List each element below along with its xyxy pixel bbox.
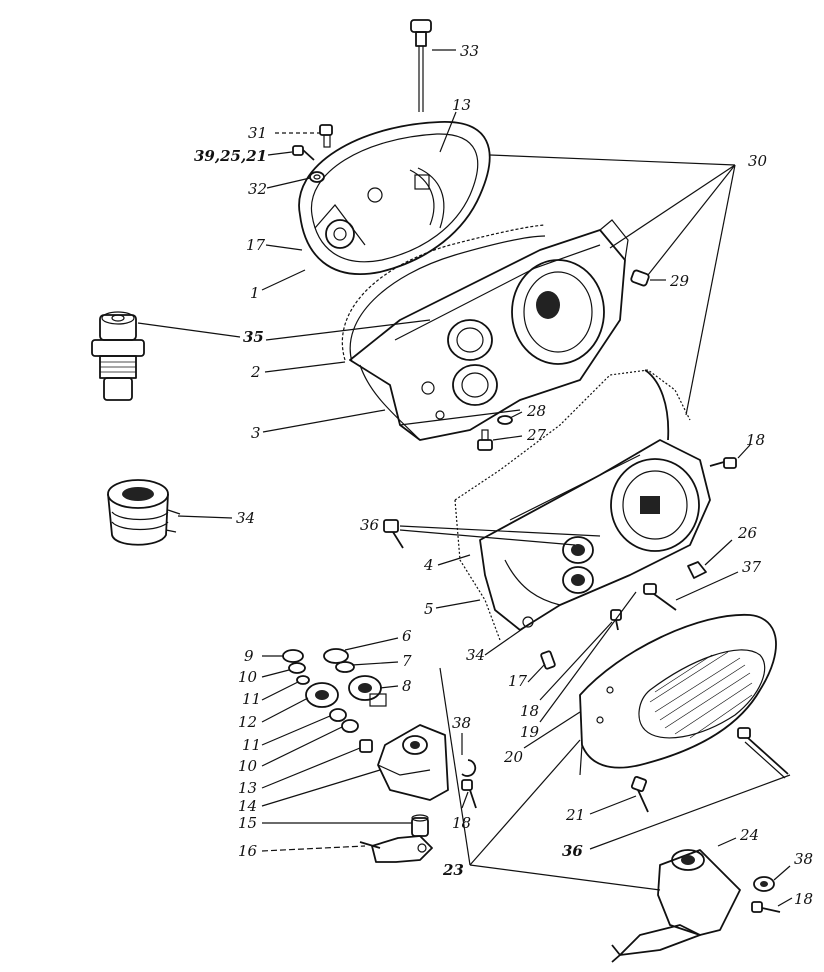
label-18-upper: 18	[746, 431, 765, 449]
part-27-bolt	[477, 429, 493, 451]
part-26-clip	[687, 561, 707, 579]
label-26: 26	[737, 524, 758, 542]
part-16-lever	[359, 835, 433, 863]
label-20: 20	[503, 748, 524, 766]
label-24: 24	[739, 826, 759, 844]
label-39-25-21: 39,25,21	[194, 147, 267, 165]
label-21: 21	[565, 806, 585, 824]
part-37-bolt	[643, 583, 677, 611]
part-13-pin	[359, 739, 373, 753]
part-29-pin	[630, 269, 650, 287]
part-4-gasket	[454, 369, 691, 641]
label-2: 2	[250, 363, 261, 381]
part-10-washer-upper	[288, 662, 306, 674]
label-17-lower: 17	[508, 672, 528, 690]
part-24-bracket	[611, 849, 741, 963]
label-38-lower: 38	[794, 850, 813, 868]
label-14: 14	[238, 797, 257, 815]
label-1: 1	[250, 284, 260, 302]
part-3-housing	[349, 219, 629, 441]
part-38-ring-lower	[753, 876, 775, 892]
label-23: 23	[442, 861, 464, 879]
part-38-ring-upper	[461, 759, 477, 777]
part-15-pin	[411, 814, 429, 837]
label-5: 5	[424, 600, 434, 618]
label-18-mid: 18	[520, 702, 539, 720]
label-18-lower: 18	[794, 890, 813, 908]
part-7-washer	[335, 661, 355, 673]
label-35: 35	[243, 328, 264, 346]
label-38-upper: 38	[452, 714, 471, 732]
part-36-bolt-middle	[383, 519, 404, 549]
part-33-dipstick	[410, 19, 432, 112]
label-3: 3	[251, 424, 261, 442]
label-27: 27	[526, 426, 547, 444]
label-11-upper: 11	[242, 690, 261, 708]
part-39-bolt	[292, 145, 315, 161]
part-20-outer-cover	[579, 614, 777, 776]
part-21-bolt	[630, 775, 649, 813]
label-34-lower: 34	[466, 646, 485, 664]
label-10-lower: 10	[238, 757, 258, 775]
label-36-middle: 36	[360, 516, 380, 534]
label-30: 30	[748, 152, 768, 170]
label-37: 37	[742, 558, 762, 576]
label-15: 15	[238, 814, 257, 832]
part-36-long-bolt	[737, 727, 789, 779]
label-9: 9	[244, 647, 254, 665]
part-34-bushing	[107, 479, 181, 546]
label-16: 16	[238, 842, 258, 860]
part-28-washer	[497, 415, 513, 425]
part-18-bolt-lower	[751, 901, 781, 913]
part-35-plug	[91, 311, 145, 401]
label-34-bushing: 34	[236, 509, 255, 527]
label-10-upper: 10	[238, 668, 258, 686]
label-7: 7	[402, 652, 412, 670]
leader-lines	[137, 49, 793, 907]
label-29: 29	[669, 272, 690, 290]
part-9-ring	[282, 649, 304, 663]
part-18-bolt-pump	[461, 779, 477, 809]
part-8-gear	[348, 675, 387, 707]
part-12-gear	[305, 682, 339, 708]
label-12: 12	[238, 713, 257, 731]
part-17-pin	[540, 650, 556, 670]
label-8: 8	[402, 677, 412, 695]
label-17-top: 17	[246, 236, 266, 254]
part-2-gasket	[341, 224, 546, 363]
part-11-washer-lower	[329, 708, 347, 722]
label-28: 28	[526, 402, 546, 420]
part-11-washer-upper	[296, 675, 310, 685]
part-6-ring	[323, 648, 349, 664]
label-13-top: 13	[452, 96, 471, 114]
label-19: 19	[520, 723, 540, 741]
label-11-lower: 11	[242, 736, 261, 754]
label-36-lower: 36	[562, 842, 583, 860]
label-32: 32	[248, 180, 267, 198]
part-10-washer-lower	[341, 719, 359, 733]
label-4: 4	[423, 556, 434, 574]
label-13-lower: 13	[238, 779, 257, 797]
part-5-lower-housing	[479, 439, 711, 631]
label-33: 33	[460, 42, 479, 60]
part-18-bolt-upper	[709, 457, 737, 469]
label-18-pump: 18	[452, 814, 471, 832]
part-1-outer-cover	[298, 121, 491, 275]
label-6: 6	[402, 627, 412, 645]
label-31: 31	[248, 124, 267, 142]
part-labels: 33 13 31 39,25,21 32 30 17 1 29 35 2 3 2…	[194, 42, 813, 908]
part-31-bolt	[319, 124, 333, 148]
part-14-pump-body	[377, 724, 449, 801]
